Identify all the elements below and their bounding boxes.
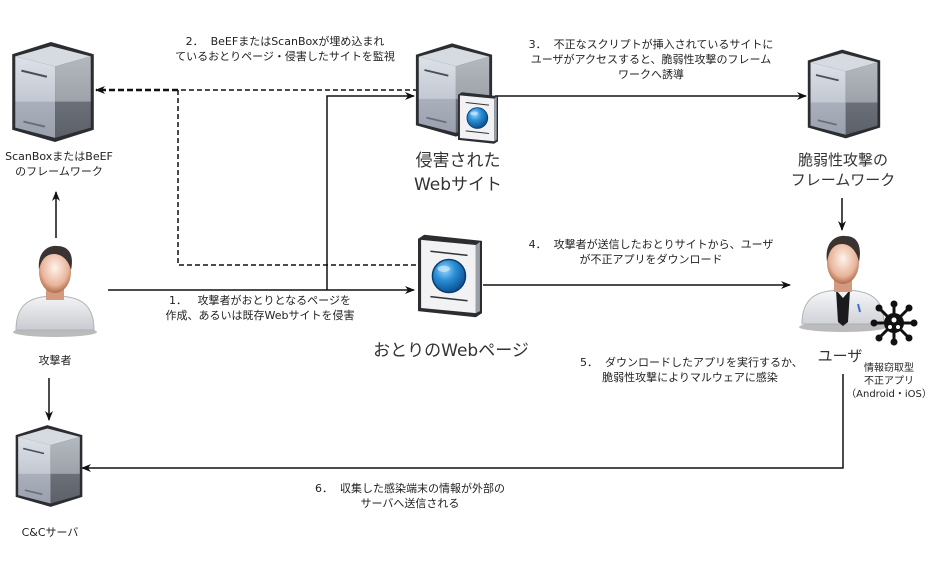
arrow-user-to-cc [81,374,844,472]
user-label: ユーザ [817,347,863,365]
exploit-framework-server-icon [806,48,882,140]
virus-icon [870,300,918,346]
dashed-monitor-line-vertical [177,90,418,266]
framework-server-icon [11,41,95,143]
step-5-label: 5． ダウンロードしたアプリを実行するか、 脆弱性攻撃によりマルウェアに感染 [580,356,803,384]
step-6-label: 6． 収集した感染端末の情報が外部の サーバへ送信される [315,482,505,510]
arrow-branch-to-compromised-site [326,92,415,290]
webpage-overlay-icon [458,92,498,144]
decoy-webpage-icon [418,234,482,318]
attacker-person-icon [13,245,97,337]
malware-label: 情報窃取型 不正アプリ （Android・iOS） [846,363,932,400]
cc-server-label: C&Cサーバ [21,526,79,539]
decoy-page-label: おとりのWebページ [373,341,529,361]
attacker-label: 攻撃者 [38,354,72,367]
step-4-label: 4． 攻撃者が送信したおとりサイトから、ユーザ が不正アプリをダウンロード [528,238,774,266]
step-1-label: 1． 攻撃者がおとりとなるページを 作成、あるいは既存Webサイトを侵害 [165,294,355,322]
cc-server-icon [14,424,84,508]
step-2-label: 2． BeEFまたはScanBoxが埋め込まれ ているおとりページ・侵害したサイ… [175,35,395,63]
exploit-framework-label: 脆弱性攻撃の フレームワーク [790,151,896,190]
user-businessman-icon [799,235,887,332]
compromised-site-label: 侵害された Webサイト [413,151,503,195]
step-3-label: 3． 不正なスクリプトが挿入されているサイトに ユーザがアクセスすると、脆弱性攻… [528,38,774,81]
framework-server-label: ScanBoxまたはBeEF のフレームワーク [5,150,113,178]
